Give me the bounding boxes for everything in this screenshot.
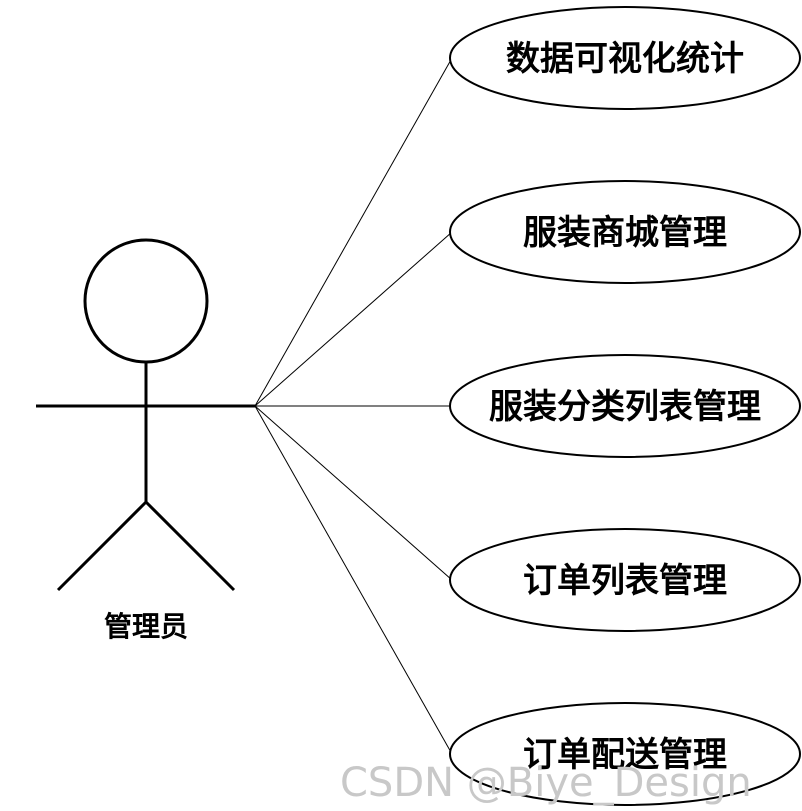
actor-right-leg xyxy=(144,500,236,592)
use-case-3: 服装分类列表管理 xyxy=(449,354,801,458)
use-case-ellipse xyxy=(449,354,801,458)
association-line-5 xyxy=(254,405,453,755)
use-case-ellipse xyxy=(449,528,801,632)
use-case-1: 数据可视化统计 xyxy=(449,6,801,110)
association-line-1 xyxy=(254,57,453,407)
use-case-4: 订单列表管理 xyxy=(449,528,801,632)
use-case-label: 服装商城管理 xyxy=(523,213,727,253)
watermark-text: CSDN @Biye_Design xyxy=(340,760,752,806)
use-case-label: 服装分类列表管理 xyxy=(489,387,761,427)
use-case-label: 数据可视化统计 xyxy=(506,39,744,79)
use-case-2: 服装商城管理 xyxy=(449,180,801,284)
actor-head xyxy=(83,238,209,364)
use-case-label: 订单配送管理 xyxy=(523,735,727,775)
actor-left-leg xyxy=(56,500,148,592)
actor-label: 管理员 xyxy=(104,610,188,643)
actor xyxy=(36,238,256,592)
use-case-5: 订单配送管理 xyxy=(449,702,801,806)
use-case-label: 订单列表管理 xyxy=(523,561,727,601)
use-case-ellipse xyxy=(449,702,801,806)
association-line-4 xyxy=(254,405,453,581)
use-case-ellipse xyxy=(449,6,801,110)
use-case-ellipse xyxy=(449,180,801,284)
associations xyxy=(254,57,453,755)
association-line-2 xyxy=(254,231,453,407)
